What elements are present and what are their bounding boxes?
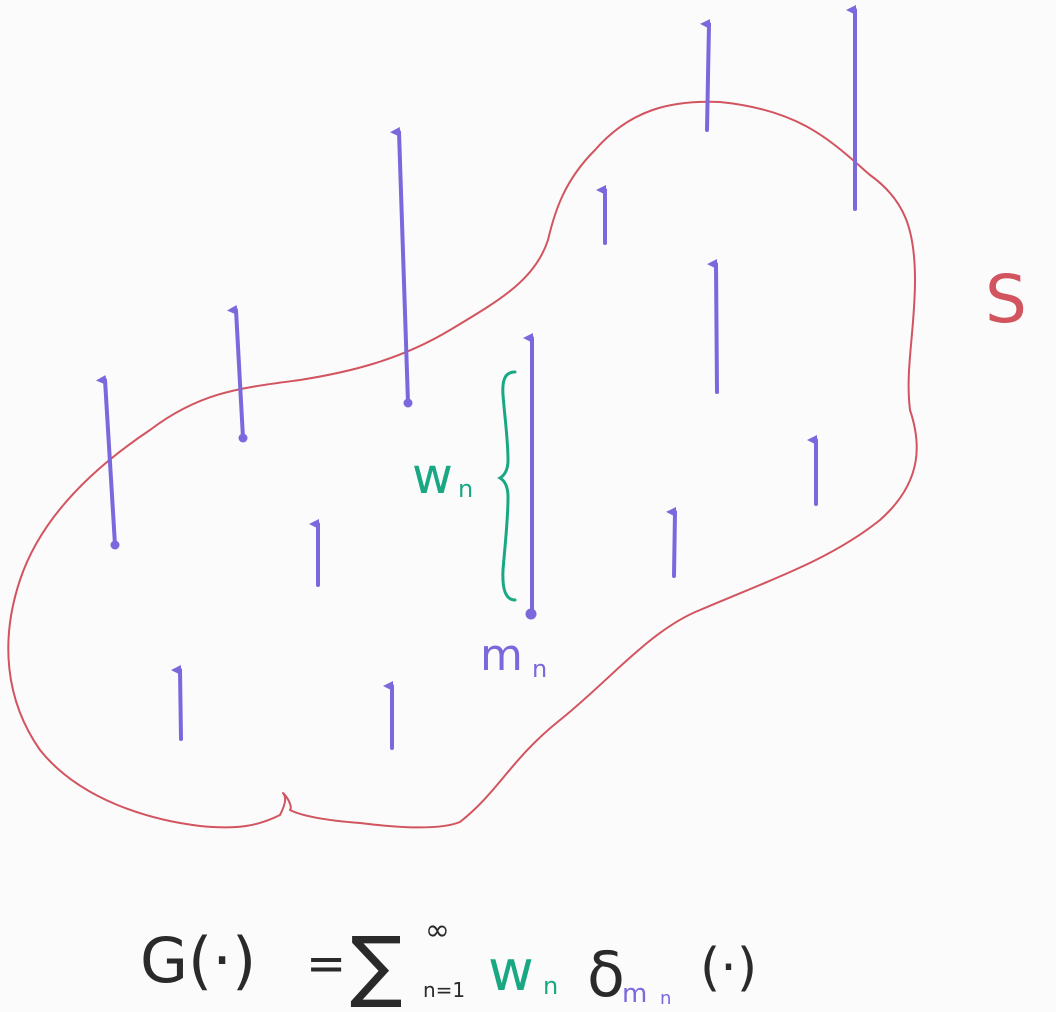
- atom-base-dot: [238, 433, 248, 443]
- formula-weight-subscript: n: [543, 972, 558, 1000]
- formula-delta-subscript: m: [622, 979, 647, 1009]
- atom-arrow: [390, 126, 410, 405]
- atom-arrow: [171, 664, 183, 741]
- atom-arrow: [227, 304, 245, 440]
- formula-delta: δ: [587, 938, 625, 1011]
- atom-arrow: [700, 19, 711, 132]
- formula-equals: =: [306, 936, 346, 992]
- atom-arrow: [666, 507, 677, 578]
- weight-label: w: [412, 447, 453, 505]
- formula-argument: (·): [700, 938, 757, 998]
- formula-weight: w: [488, 939, 534, 1004]
- weight-brace: [497, 370, 517, 602]
- formula-lhs: G(·): [140, 924, 256, 997]
- formula-delta-subscript-sub: n: [660, 988, 671, 1009]
- region-label: S: [985, 261, 1027, 338]
- atom-arrows: [96, 5, 857, 750]
- formula-sum-lower: n=1: [423, 978, 465, 1002]
- region-s-boundary: [7, 100, 918, 829]
- atom-arrow: [96, 374, 117, 547]
- atom-base-dot: [525, 608, 537, 620]
- atom-base-dots: [110, 398, 537, 620]
- formula: G(·) = ∑ ∞ n=1 w n δ m n (·): [140, 913, 757, 1011]
- atom-base-dot: [403, 398, 413, 408]
- atom-label: m: [480, 630, 523, 681]
- atom-arrow: [707, 258, 719, 394]
- formula-sum-symbol: ∑: [350, 921, 403, 1011]
- weight-label-subscript: n: [458, 475, 473, 503]
- formula-sum-upper: ∞: [425, 913, 450, 948]
- atom-label-subscript: n: [532, 655, 547, 683]
- atom-base-dot: [110, 540, 120, 550]
